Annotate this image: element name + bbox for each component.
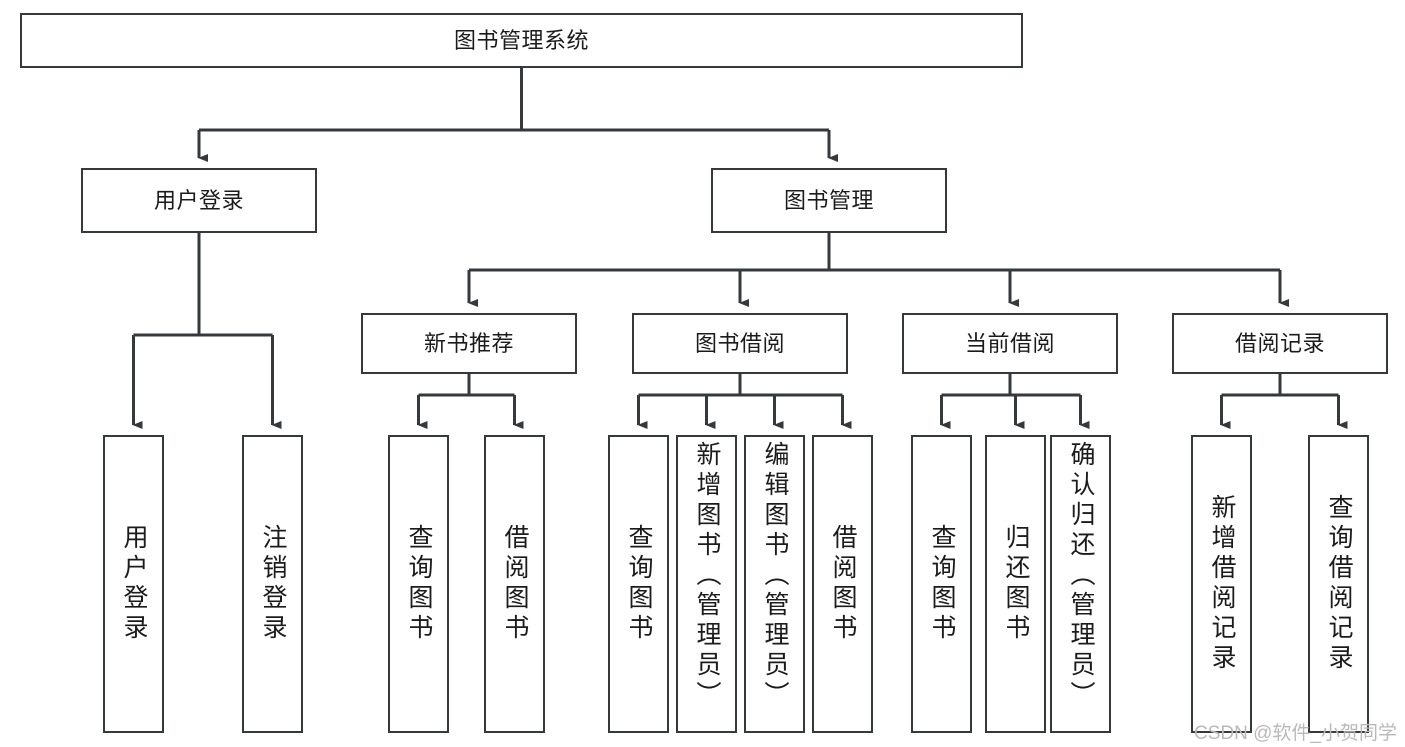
node-leaf_confirm_return[interactable]: 确认归还（管理员） bbox=[1050, 435, 1111, 733]
node-label-leaf_edit_book: 编辑图书（管理员） bbox=[761, 441, 789, 711]
node-label-leaf_borrow_book_2: 借阅图书 bbox=[829, 524, 857, 644]
node-label-new_book_rec: 新书推荐 bbox=[423, 330, 514, 356]
node-leaf_query_book_1[interactable]: 查询图书 bbox=[388, 435, 449, 733]
node-leaf_query_book_2[interactable]: 查询图书 bbox=[608, 435, 669, 733]
node-new_book_rec[interactable]: 新书推荐 bbox=[361, 313, 577, 374]
node-leaf_query_book_3[interactable]: 查询图书 bbox=[911, 435, 972, 733]
node-book_manage[interactable]: 图书管理 bbox=[711, 168, 947, 233]
watermark-text: CSDN @软件_小贺同学 bbox=[1194, 723, 1397, 744]
node-label-leaf_query_book_3: 查询图书 bbox=[928, 524, 956, 644]
node-label-book_manage: 图书管理 bbox=[783, 187, 874, 213]
node-label-book_borrow: 图书借阅 bbox=[694, 330, 785, 356]
node-label-leaf_add_book: 新增图书（管理员） bbox=[693, 441, 721, 711]
node-leaf_add_record[interactable]: 新增借阅记录 bbox=[1191, 435, 1252, 733]
node-leaf_return_book[interactable]: 归还图书 bbox=[985, 435, 1046, 733]
node-label-root: 图书管理系统 bbox=[453, 27, 589, 53]
node-label-leaf_add_record: 新增借阅记录 bbox=[1208, 494, 1236, 674]
node-label-leaf_confirm_return: 确认归还（管理员） bbox=[1067, 441, 1095, 711]
node-leaf_add_book[interactable]: 新增图书（管理员） bbox=[676, 435, 737, 733]
node-borrow_record[interactable]: 借阅记录 bbox=[1172, 313, 1388, 374]
node-label-leaf_user_login: 用户登录 bbox=[120, 524, 148, 644]
node-label-leaf_borrow_book_1: 借阅图书 bbox=[501, 524, 529, 644]
node-leaf_query_record[interactable]: 查询借阅记录 bbox=[1308, 435, 1369, 733]
node-book_borrow[interactable]: 图书借阅 bbox=[632, 313, 848, 374]
node-leaf_logout[interactable]: 注销登录 bbox=[242, 435, 303, 733]
node-leaf_borrow_book_2[interactable]: 借阅图书 bbox=[812, 435, 873, 733]
node-label-current_borrow: 当前借阅 bbox=[964, 330, 1055, 356]
node-root[interactable]: 图书管理系统 bbox=[20, 13, 1023, 68]
node-leaf_edit_book[interactable]: 编辑图书（管理员） bbox=[744, 435, 805, 733]
node-label-leaf_query_book_1: 查询图书 bbox=[405, 524, 433, 644]
node-current_borrow[interactable]: 当前借阅 bbox=[902, 313, 1118, 374]
node-label-leaf_query_book_2: 查询图书 bbox=[625, 524, 653, 644]
node-label-leaf_return_book: 归还图书 bbox=[1002, 524, 1030, 644]
node-label-user_login: 用户登录 bbox=[153, 187, 244, 213]
node-label-leaf_logout: 注销登录 bbox=[259, 524, 287, 644]
node-leaf_user_login[interactable]: 用户登录 bbox=[103, 435, 164, 733]
node-user_login[interactable]: 用户登录 bbox=[81, 168, 317, 233]
node-label-borrow_record: 借阅记录 bbox=[1234, 330, 1325, 356]
node-label-leaf_query_record: 查询借阅记录 bbox=[1325, 494, 1353, 674]
node-leaf_borrow_book_1[interactable]: 借阅图书 bbox=[484, 435, 545, 733]
